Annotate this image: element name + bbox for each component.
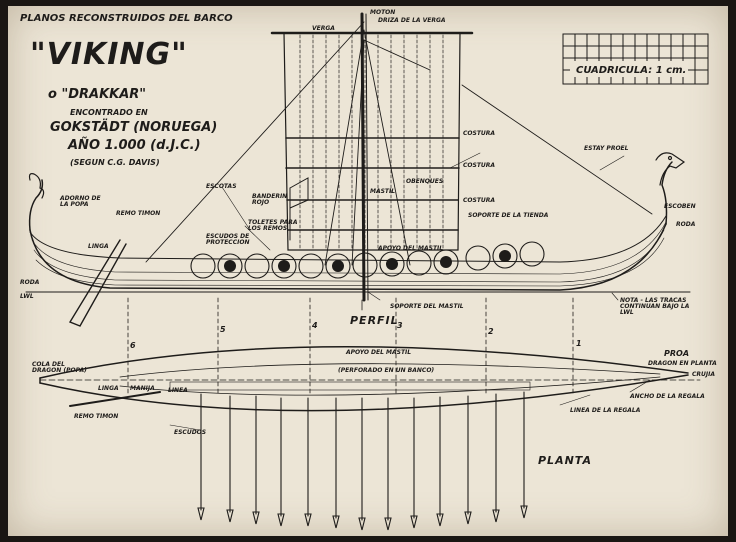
station-4: 4 (312, 321, 318, 330)
label-costura-2: COSTURA (463, 162, 496, 169)
label-toletes: TOLETES PARA LOS REMOS (248, 219, 298, 232)
rigging (145, 21, 653, 266)
station-6: 6 (130, 341, 136, 350)
station-3: 3 (397, 321, 403, 330)
label-costura-1: COSTURA (463, 130, 496, 137)
station-1: 1 (576, 339, 582, 348)
hull-plan (39, 345, 701, 412)
label-nota: NOTA - LAS TRACAS CONTINUAN BAJO LA LWL (620, 297, 690, 316)
label-dragon-planta: DRAGON EN PLANTA (648, 360, 717, 367)
label-remo-timon-plan: REMO TIMON (74, 413, 119, 420)
steering-oar-profile (68, 239, 127, 327)
section-profile: PERFIL (350, 314, 399, 327)
label-obenques: OBENQUES (406, 178, 444, 185)
label-escudos-profile: ESCUDOS DE PROTECCION (206, 233, 250, 246)
found-place: GOKSTÄDT (NORUEGA) (50, 120, 218, 135)
label-verga: VERGA (312, 25, 335, 32)
label-proa: PROA (664, 349, 690, 358)
label-roda-proa: RODA (676, 221, 696, 228)
label-linga-profile: LINGA (88, 243, 109, 250)
label-cola-dragon: COLA DEL DRAGON (POPA) (32, 361, 87, 374)
label-costura-3: COSTURA (463, 197, 496, 204)
dragon-head (655, 152, 686, 186)
label-apoyo-plan: APOYO DEL MASTIL (346, 349, 412, 356)
ship-name: "VIKING" (30, 37, 188, 72)
shields (190, 241, 545, 279)
label-crujia: CRUJIA (692, 371, 716, 378)
station-2: 2 (488, 327, 494, 336)
oars-plan (197, 391, 528, 531)
title-line1: PLANOS RECONSTRUIDOS DEL BARCO (20, 13, 233, 24)
label-soporte-tienda: SOPORTE DE LA TIENDA (468, 212, 549, 219)
ship-alt-name: o "DRAKKAR" (48, 87, 147, 102)
label-linea: LINEA (168, 387, 188, 394)
label-lwl: LWL (20, 293, 34, 300)
found-label: ENCONTRADO EN (70, 108, 148, 117)
stern-ornament (28, 173, 45, 199)
label-adorno-popa: ADORNO DE LA POPA (60, 195, 101, 208)
label-apoyo-note: (PERFORADO EN UN BANCO) (338, 367, 435, 374)
label-banderin: BANDERIN ROJO (252, 193, 288, 206)
grid-scale-note: CUADRICULA: 1 cm. (576, 65, 687, 76)
label-apoyo-profile: APOYO DEL MASTIL (378, 245, 444, 252)
hull-profile (25, 161, 691, 293)
label-ancho-regala: ANCHO DE LA REGALA (630, 393, 705, 400)
label-driza: DRIZA DE LA VERGA (378, 17, 446, 24)
label-linga-plan: LINGA (98, 385, 119, 392)
source-label: (SEGUN C.G. DAVIS) (70, 158, 160, 167)
station-5: 5 (220, 325, 226, 334)
red-pennant (289, 177, 309, 241)
label-moton: MOTON (370, 9, 396, 16)
label-escotas: ESCOTAS (206, 183, 237, 190)
label-manija: MANIJA (130, 385, 155, 392)
section-plan: PLANTA (538, 454, 592, 467)
label-escudos-plan: ESCUDOS (174, 429, 207, 436)
steering-oar-plan (69, 391, 161, 407)
label-remo-timon-profile: REMO TIMON (116, 210, 161, 217)
label-estay: ESTAY PROEL (584, 145, 629, 152)
scale-grid (562, 33, 709, 85)
sail (270, 31, 474, 251)
mast (360, 12, 366, 302)
blueprint-sheet: PLANOS RECONSTRUIDOS DEL BARCO "VIKING" … (8, 6, 728, 536)
label-linea-regala: LINEA DE LA REGALA (570, 407, 641, 414)
label-roda-popa: RODA (20, 279, 40, 286)
year-label: AÑO 1.000 (d.J.C.) (68, 138, 201, 153)
label-escoben: ESCOBEN (664, 203, 696, 210)
label-mastil: MASTIL (370, 188, 396, 195)
label-soporte-mastil: SOPORTE DEL MASTIL (390, 303, 464, 310)
